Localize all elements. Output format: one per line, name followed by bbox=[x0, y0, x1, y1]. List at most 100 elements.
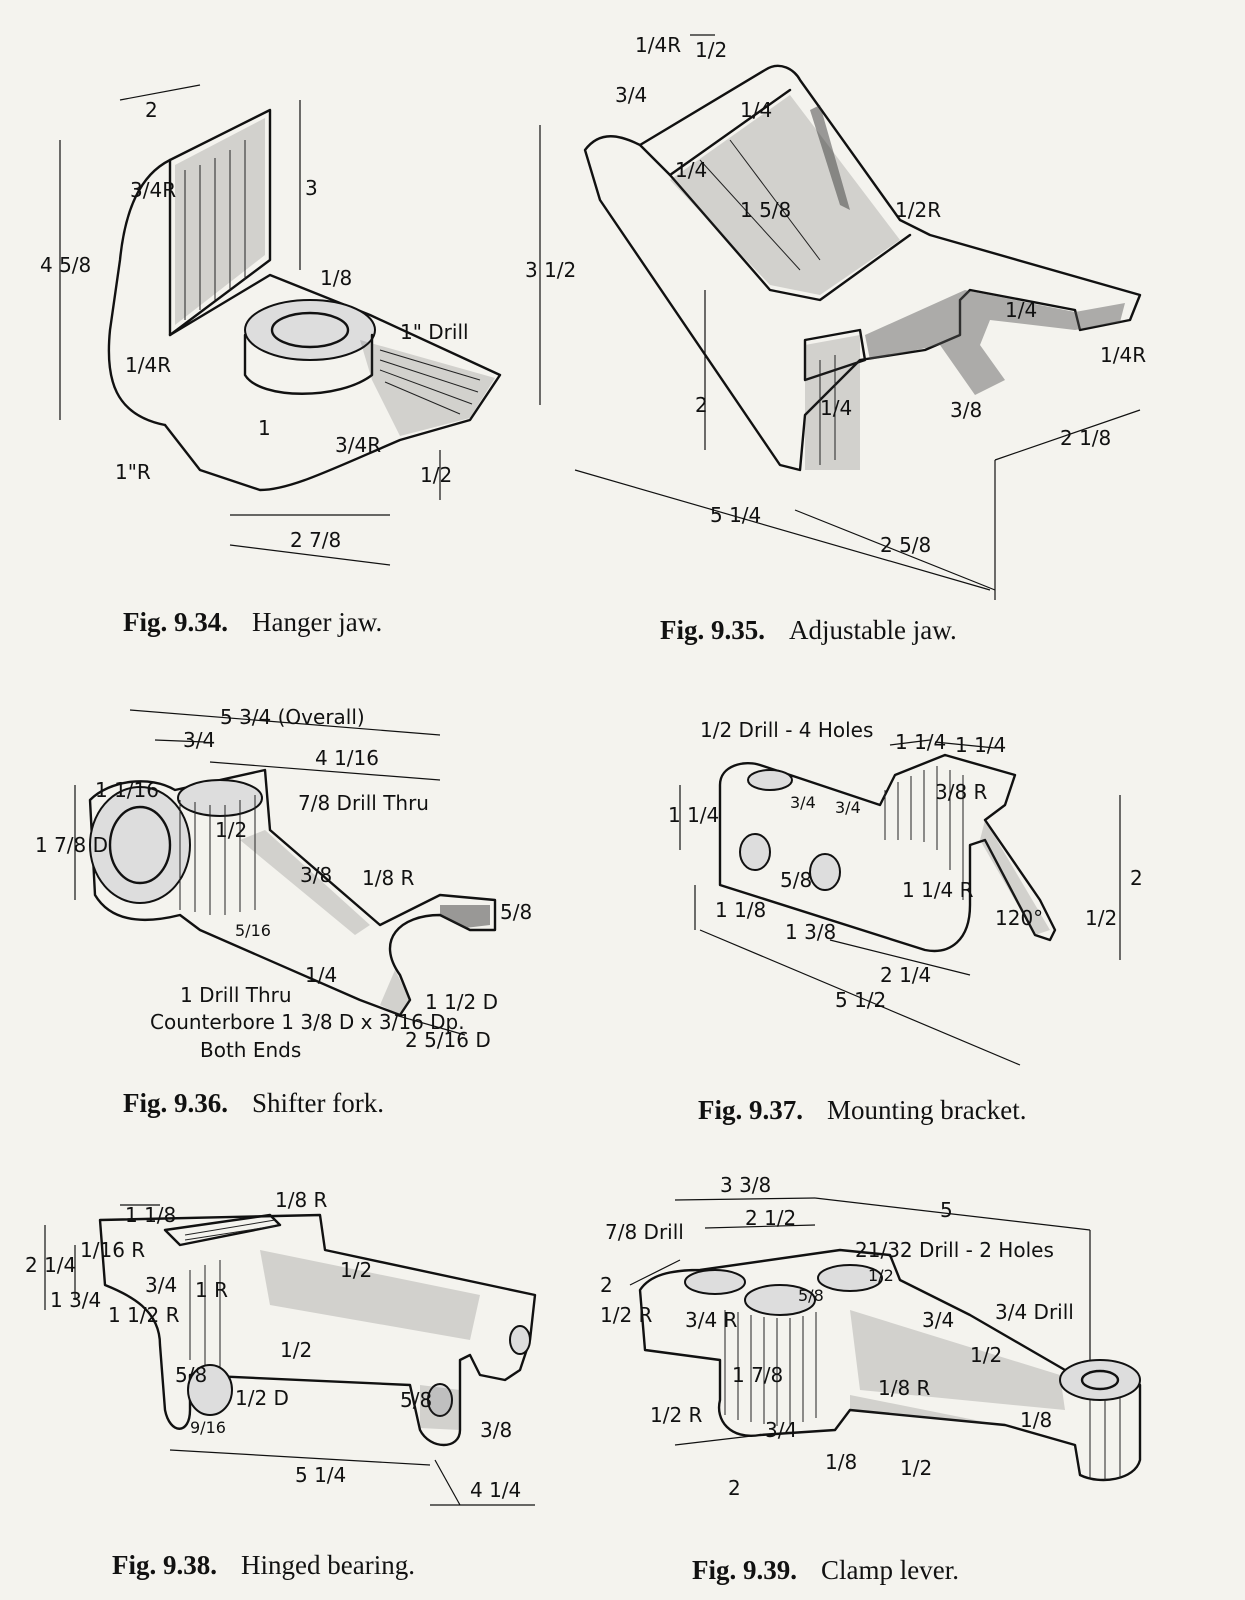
dim-eye-t: 9/16 bbox=[190, 1418, 226, 1437]
dim-hub-h: 1/2 bbox=[215, 818, 248, 842]
dim-boss-r2: 3/4 R bbox=[685, 1308, 738, 1332]
dim-end-r: 1/2 R bbox=[650, 1403, 703, 1427]
drill-hole-a bbox=[684, 1269, 746, 1295]
dim-drill: 1/2 Drill - 4 Holes bbox=[700, 718, 874, 742]
dim-inner-r: 1/16 R bbox=[80, 1238, 146, 1262]
dim-overall: 5 bbox=[940, 1198, 953, 1222]
dim-rib: 1/8 bbox=[825, 1450, 858, 1474]
bore-note-line-2: Counterbore 1 3/8 D x 3/16 Dp. bbox=[150, 1010, 465, 1034]
mount-hole bbox=[739, 833, 771, 871]
dim-width-top: 2 bbox=[145, 98, 158, 122]
dim-fillet: 1 R bbox=[195, 1278, 228, 1302]
dim-fork-d: 1 1/2 D bbox=[425, 990, 499, 1014]
caption-fig-9-39: Fig. 9.39.Clamp lever. bbox=[692, 1555, 959, 1586]
pin-hole bbox=[187, 1364, 233, 1416]
dim-hole-d: 1/2 D bbox=[235, 1386, 289, 1410]
dim-tongue: 1/4 bbox=[820, 396, 853, 420]
dim-edge1: 1 1/8 bbox=[715, 898, 767, 922]
dim-hub-r: 1 1/16 bbox=[95, 778, 159, 802]
dim-hole-off: 3/4 bbox=[790, 793, 816, 812]
figure-mounting-bracket: 1/2 Drill - 4 Holes 1 1/4 1 1/4 1 1/4 3/… bbox=[630, 690, 1245, 1140]
figure-hinged-bearing: 1 1/8 1/8 R 2 1/4 1/16 R 1 3/4 3/4 1 R 1… bbox=[0, 1160, 620, 1600]
dim-depth: 4 1/4 bbox=[470, 1478, 522, 1502]
dim-slot-h2: 1/4 bbox=[675, 158, 708, 182]
dim-fork-web: 5/16 bbox=[235, 921, 271, 940]
dim-arm: 3/4 bbox=[922, 1308, 955, 1332]
dim-pad: 5/8 bbox=[798, 1286, 824, 1305]
dim-length: 5 1/4 bbox=[710, 503, 762, 527]
dim-lip-r: 3/4R bbox=[335, 433, 382, 457]
dim-drill-b: 21/32 Drill - 2 Holes bbox=[855, 1238, 1054, 1262]
figure-title: Mounting bracket. bbox=[827, 1095, 1027, 1125]
shifter-fork-drawing bbox=[74, 709, 497, 1036]
dim-span: 4 1/16 bbox=[315, 746, 379, 770]
dim-top-h: 3/4 bbox=[615, 83, 648, 107]
caption-fig-9-38: Fig. 9.38.Hinged bearing. bbox=[112, 1550, 415, 1581]
figure-title: Adjustable jaw. bbox=[789, 615, 957, 645]
dim-drill: 1" Drill bbox=[400, 320, 469, 344]
dim-boss-w: 1 bbox=[258, 416, 271, 440]
dim-lip-h: 1/2 bbox=[420, 463, 453, 487]
dim-height-a: 1 1/4 bbox=[668, 803, 720, 827]
dim-end-h: 1/8 bbox=[1020, 1408, 1053, 1432]
dim-thickness: 1/8 bbox=[320, 266, 353, 290]
mount-hole bbox=[809, 853, 841, 891]
dim-depth: 2 1/8 bbox=[1060, 426, 1112, 450]
dim-length: 5 1/4 bbox=[295, 1463, 347, 1487]
dim-ear-h: 5/8 bbox=[400, 1388, 433, 1412]
dim-top-r: 1/4R bbox=[635, 33, 682, 57]
dim-eye-h: 5/8 bbox=[175, 1363, 208, 1387]
figure-number: Fig. 9.37. bbox=[698, 1095, 803, 1125]
figure-number: Fig. 9.39. bbox=[692, 1555, 797, 1585]
dim-drill-a: 7/8 Drill bbox=[605, 1220, 684, 1244]
dim-bend-r: 1 1/4 R bbox=[902, 878, 974, 902]
figure-hanger-jaw: 2 3 3/4R 4 5/8 1/8 1" Drill 1/4R 1 3/4R … bbox=[0, 0, 620, 650]
drill-hole-d bbox=[1059, 1359, 1141, 1401]
dim-hub-d: 1 7/8 D bbox=[35, 833, 109, 857]
dim-web: 1 5/8 bbox=[740, 198, 792, 222]
dim-rib: 3/8 bbox=[300, 863, 333, 887]
dim-arm-h: 1/2 bbox=[970, 1343, 1003, 1367]
figure-title: Shifter fork. bbox=[252, 1088, 384, 1118]
dim-web-h: 1/2 bbox=[280, 1338, 313, 1362]
dim-edge2: 1 3/8 bbox=[785, 920, 837, 944]
dim-total-height: 4 5/8 bbox=[40, 253, 92, 277]
mounting-bracket-drawing bbox=[679, 739, 1121, 1066]
dim-base: 2 bbox=[728, 1476, 741, 1500]
dim-rib-t: 3/4 bbox=[145, 1273, 178, 1297]
dim-top-r: 1/8 R bbox=[275, 1188, 328, 1212]
dim-tongue-w: 3/8 bbox=[950, 398, 983, 422]
dim-drill-c: 3/4 Drill bbox=[995, 1300, 1074, 1324]
dim-height: 1 7/8 bbox=[732, 1363, 784, 1387]
hinged-bearing-drawing bbox=[44, 1204, 537, 1506]
adjustable-jaw-drawing bbox=[539, 34, 1142, 600]
figure-number: Fig. 9.34. bbox=[123, 607, 228, 637]
dim-width: 2 bbox=[600, 1273, 613, 1297]
dim-fillet: 3/4R bbox=[130, 178, 177, 202]
dim-overall: 5 3/4 (Overall) bbox=[220, 705, 365, 729]
dim-lug: 1 1/8 bbox=[125, 1203, 177, 1227]
dim-rail: 1/4 bbox=[1005, 298, 1038, 322]
dim-base-r: 1"R bbox=[115, 460, 151, 484]
dim-web-r: 1/2R bbox=[895, 198, 942, 222]
dim-height: 3 bbox=[305, 176, 318, 200]
figure-clamp-lever: 3 3/8 5 2 1/2 7/8 Drill 21/32 Drill - 2 … bbox=[600, 1160, 1245, 1600]
dim-h2: 1 3/4 bbox=[50, 1288, 102, 1312]
dim-rail-r: 1/4R bbox=[1100, 343, 1147, 367]
caption-fig-9-34: Fig. 9.34. Hanger jaw. bbox=[123, 607, 382, 638]
dim-half-len: 2 5/8 bbox=[880, 533, 932, 557]
figure-number: Fig. 9.36. bbox=[123, 1088, 228, 1118]
dim-angle: 120° bbox=[995, 906, 1044, 930]
dim-ear-w: 3/8 bbox=[480, 1418, 513, 1442]
figure-adjustable-jaw: 1/4R 1/2 3/4 1/4 1/4 1 5/8 1/2R 3 1/2 1/… bbox=[520, 0, 1245, 660]
dim-outer-d: 2 5/16 D bbox=[405, 1028, 491, 1052]
dim-slot-depth: 1/4 bbox=[740, 98, 773, 122]
hanger-jaw-drawing bbox=[59, 84, 502, 566]
dim-boss-r: 1/2 R bbox=[600, 1303, 653, 1327]
dim-span1: 3 3/8 bbox=[720, 1173, 772, 1197]
dim-corner-r: 1/4R bbox=[125, 353, 172, 377]
caption-fig-9-35: Fig. 9.35.Adjustable jaw. bbox=[660, 615, 957, 646]
dim-tab1: 1 1/4 bbox=[895, 730, 947, 754]
dim-height: 2 bbox=[1130, 866, 1143, 890]
figure-title: Hanger jaw. bbox=[252, 607, 383, 637]
